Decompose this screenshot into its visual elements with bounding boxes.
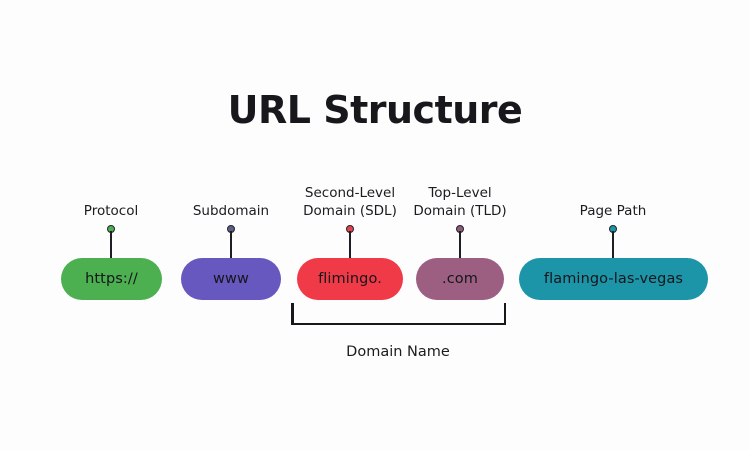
pill-second-level-domain[interactable]: flimingo. xyxy=(297,258,403,300)
pill-page-path[interactable]: flamingo-las-vegas xyxy=(519,258,708,300)
connector-stem-top-level-domain xyxy=(459,231,461,261)
connector-stem-subdomain xyxy=(230,231,232,261)
pill-top-level-domain-text: .com xyxy=(442,271,478,287)
bracket-bottom-line xyxy=(291,322,506,325)
pill-second-level-domain-text: flimingo. xyxy=(318,271,382,287)
pill-protocol-text: https:// xyxy=(85,271,138,287)
connector-stem-second-level-domain xyxy=(349,231,351,261)
pill-top-level-domain[interactable]: .com xyxy=(416,258,504,300)
pill-protocol[interactable]: https:// xyxy=(61,258,162,300)
segment-label-second-level-domain: Second-Level Domain (SDL) xyxy=(303,185,397,219)
pill-subdomain-text: www xyxy=(213,271,249,287)
bracket-right-stub xyxy=(503,303,506,325)
segment-label-protocol: Protocol xyxy=(83,203,139,219)
domain-name-bracket xyxy=(291,303,506,325)
pill-subdomain[interactable]: www xyxy=(181,258,281,300)
domain-name-label: Domain Name xyxy=(346,344,450,360)
segment-label-page-path: Page Path xyxy=(579,203,647,219)
pill-page-path-text: flamingo-las-vegas xyxy=(543,271,684,287)
segment-label-subdomain: Subdomain xyxy=(192,203,270,219)
page-title: URL Structure xyxy=(227,88,523,132)
segment-label-top-level-domain: Top-Level Domain (TLD) xyxy=(413,185,507,219)
bracket-left-stub xyxy=(291,303,294,325)
connector-stem-page-path xyxy=(612,231,614,261)
connector-stem-protocol xyxy=(110,231,112,261)
